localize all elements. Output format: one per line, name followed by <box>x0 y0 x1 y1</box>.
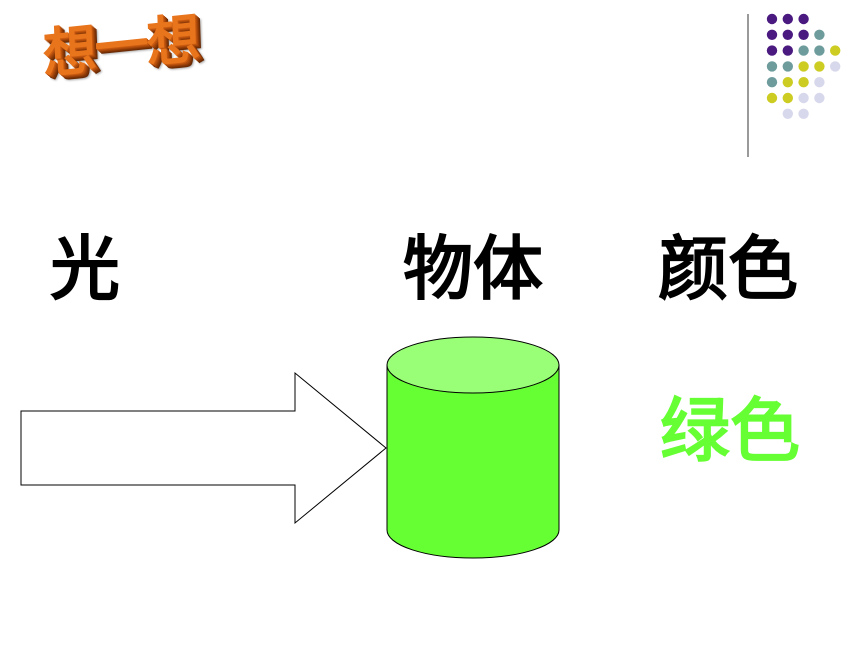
decorative-dot <box>798 77 809 88</box>
decorative-dot <box>782 61 793 72</box>
decorative-dot <box>766 29 778 40</box>
label-result-green: 绿色 <box>660 390 800 472</box>
decorative-dot <box>814 61 825 72</box>
decorative-dot <box>766 45 778 56</box>
decorative-dot <box>798 108 809 120</box>
right-arrow-outline-icon <box>20 371 387 525</box>
decorative-dot <box>782 29 793 40</box>
decorative-dot <box>782 45 793 56</box>
decorative-dot <box>798 45 809 56</box>
decorative-dot <box>814 77 825 88</box>
label-light: 光 <box>50 228 120 310</box>
decorative-dot <box>766 92 778 104</box>
decorative-dot <box>766 13 778 25</box>
decorative-dot <box>766 61 778 72</box>
decorative-dot <box>814 92 825 104</box>
decorative-dot <box>814 45 825 56</box>
decorative-dot <box>830 61 841 72</box>
decorative-dot <box>782 13 793 25</box>
decorative-dot <box>782 108 793 120</box>
decorative-divider <box>747 14 749 157</box>
label-color: 颜色 <box>658 228 798 310</box>
decorative-dot <box>830 45 841 56</box>
decorative-dot <box>798 29 809 40</box>
decorative-dot <box>798 13 809 25</box>
decorative-dot <box>798 61 809 72</box>
decorative-dot <box>814 29 825 40</box>
label-object: 物体 <box>403 228 543 310</box>
decorative-dot <box>782 77 793 88</box>
decorative-dot <box>766 77 778 88</box>
decorative-dot <box>798 92 809 104</box>
green-cylinder-icon <box>386 336 560 559</box>
decorative-dot <box>782 92 793 104</box>
